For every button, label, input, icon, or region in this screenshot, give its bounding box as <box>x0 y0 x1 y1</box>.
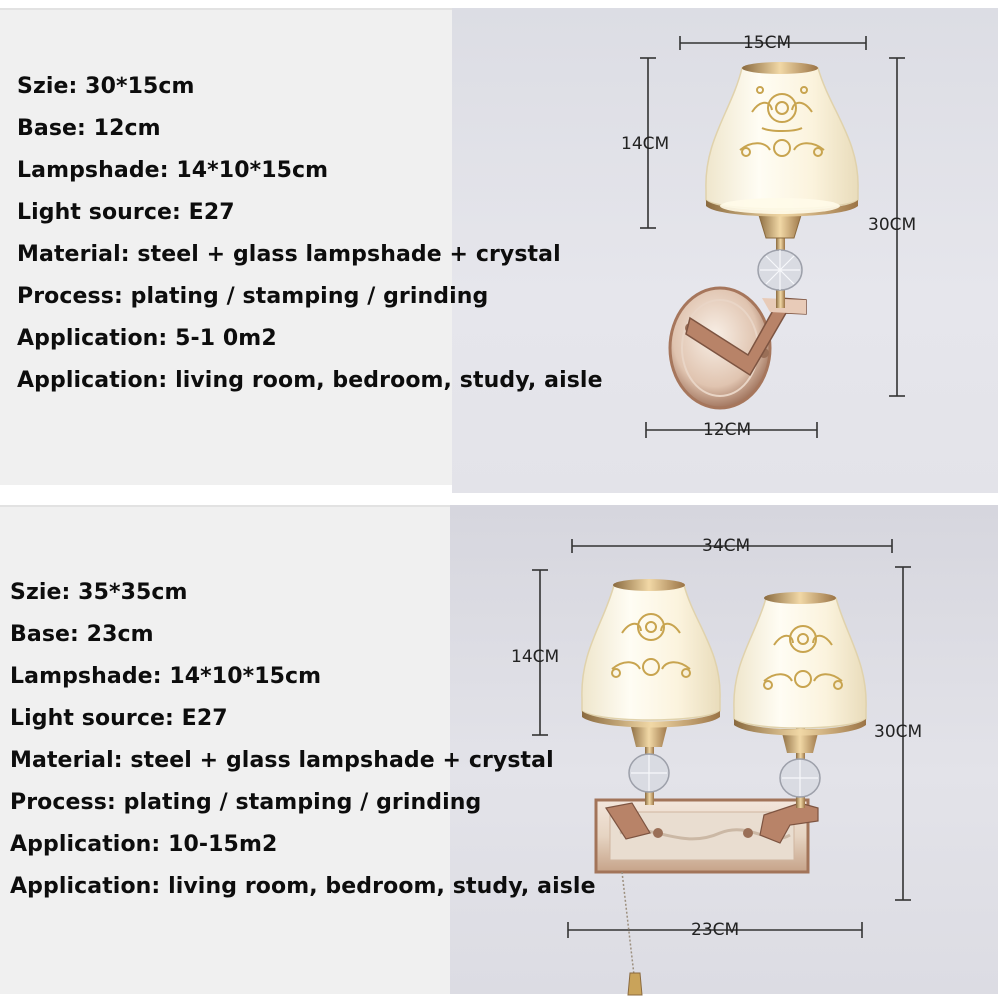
spec-application-rooms: Application: living room, bedroom, study… <box>17 368 603 393</box>
floral-pattern <box>739 86 825 157</box>
dim-shade-height-label: 14CM <box>621 134 670 154</box>
spec-size: Szie: 30*15cm <box>17 74 195 99</box>
dimension-lines <box>640 36 905 438</box>
dim-width-label: 34CM <box>702 536 751 556</box>
dim-base-label: 12CM <box>703 420 752 440</box>
spec-lampshade: Lampshade: 14*10*15cm <box>10 664 322 689</box>
double-lamp-panel: Szie: 35*35cm Base: 23cm Lampshade: 14*1… <box>0 503 1000 1000</box>
spec-material: Material: steel + glass lampshade + crys… <box>10 748 554 773</box>
panel-divider <box>0 493 1000 503</box>
dim-base-label: 23CM <box>691 920 740 940</box>
spec-process: Process: plating / stamping / grinding <box>17 284 489 309</box>
spec-application-area: Application: 5-1 0m2 <box>17 326 277 351</box>
dimension-lines <box>532 539 911 938</box>
spec-base: Base: 23cm <box>10 622 154 647</box>
dim-shade-height-label: 14CM <box>511 647 560 667</box>
pull-chain <box>621 871 635 976</box>
floral-pattern <box>611 613 843 690</box>
single-lamp-panel: Szie: 30*15cm Base: 12cm Lampshade: 14*1… <box>0 0 1000 493</box>
spec-size: Szie: 35*35cm <box>10 580 188 605</box>
spec-light-source: Light source: E27 <box>10 706 228 731</box>
spec-light-source: Light source: E27 <box>17 200 235 225</box>
dim-width-label: 15CM <box>743 33 792 53</box>
spec-application-area: Application: 10-15m2 <box>10 832 278 857</box>
spec-base: Base: 12cm <box>17 116 161 141</box>
pull-chain-tassel <box>627 972 643 996</box>
double-lamp-illustration <box>532 539 911 996</box>
single-lamp-spec-area <box>0 8 452 485</box>
double-lamp-spec-area <box>0 505 450 994</box>
spec-material: Material: steel + glass lampshade + crys… <box>17 242 561 267</box>
spec-application-rooms: Application: living room, bedroom, study… <box>10 874 596 899</box>
spec-process: Process: plating / stamping / grinding <box>10 790 482 815</box>
spec-lampshade: Lampshade: 14*10*15cm <box>17 158 329 183</box>
single-lamp-photo-area <box>452 8 998 493</box>
single-lamp-illustration <box>640 36 905 438</box>
dim-total-height-label: 30CM <box>874 722 923 742</box>
dim-total-height-label: 30CM <box>868 215 917 235</box>
double-lamp-photo-area <box>450 505 998 994</box>
